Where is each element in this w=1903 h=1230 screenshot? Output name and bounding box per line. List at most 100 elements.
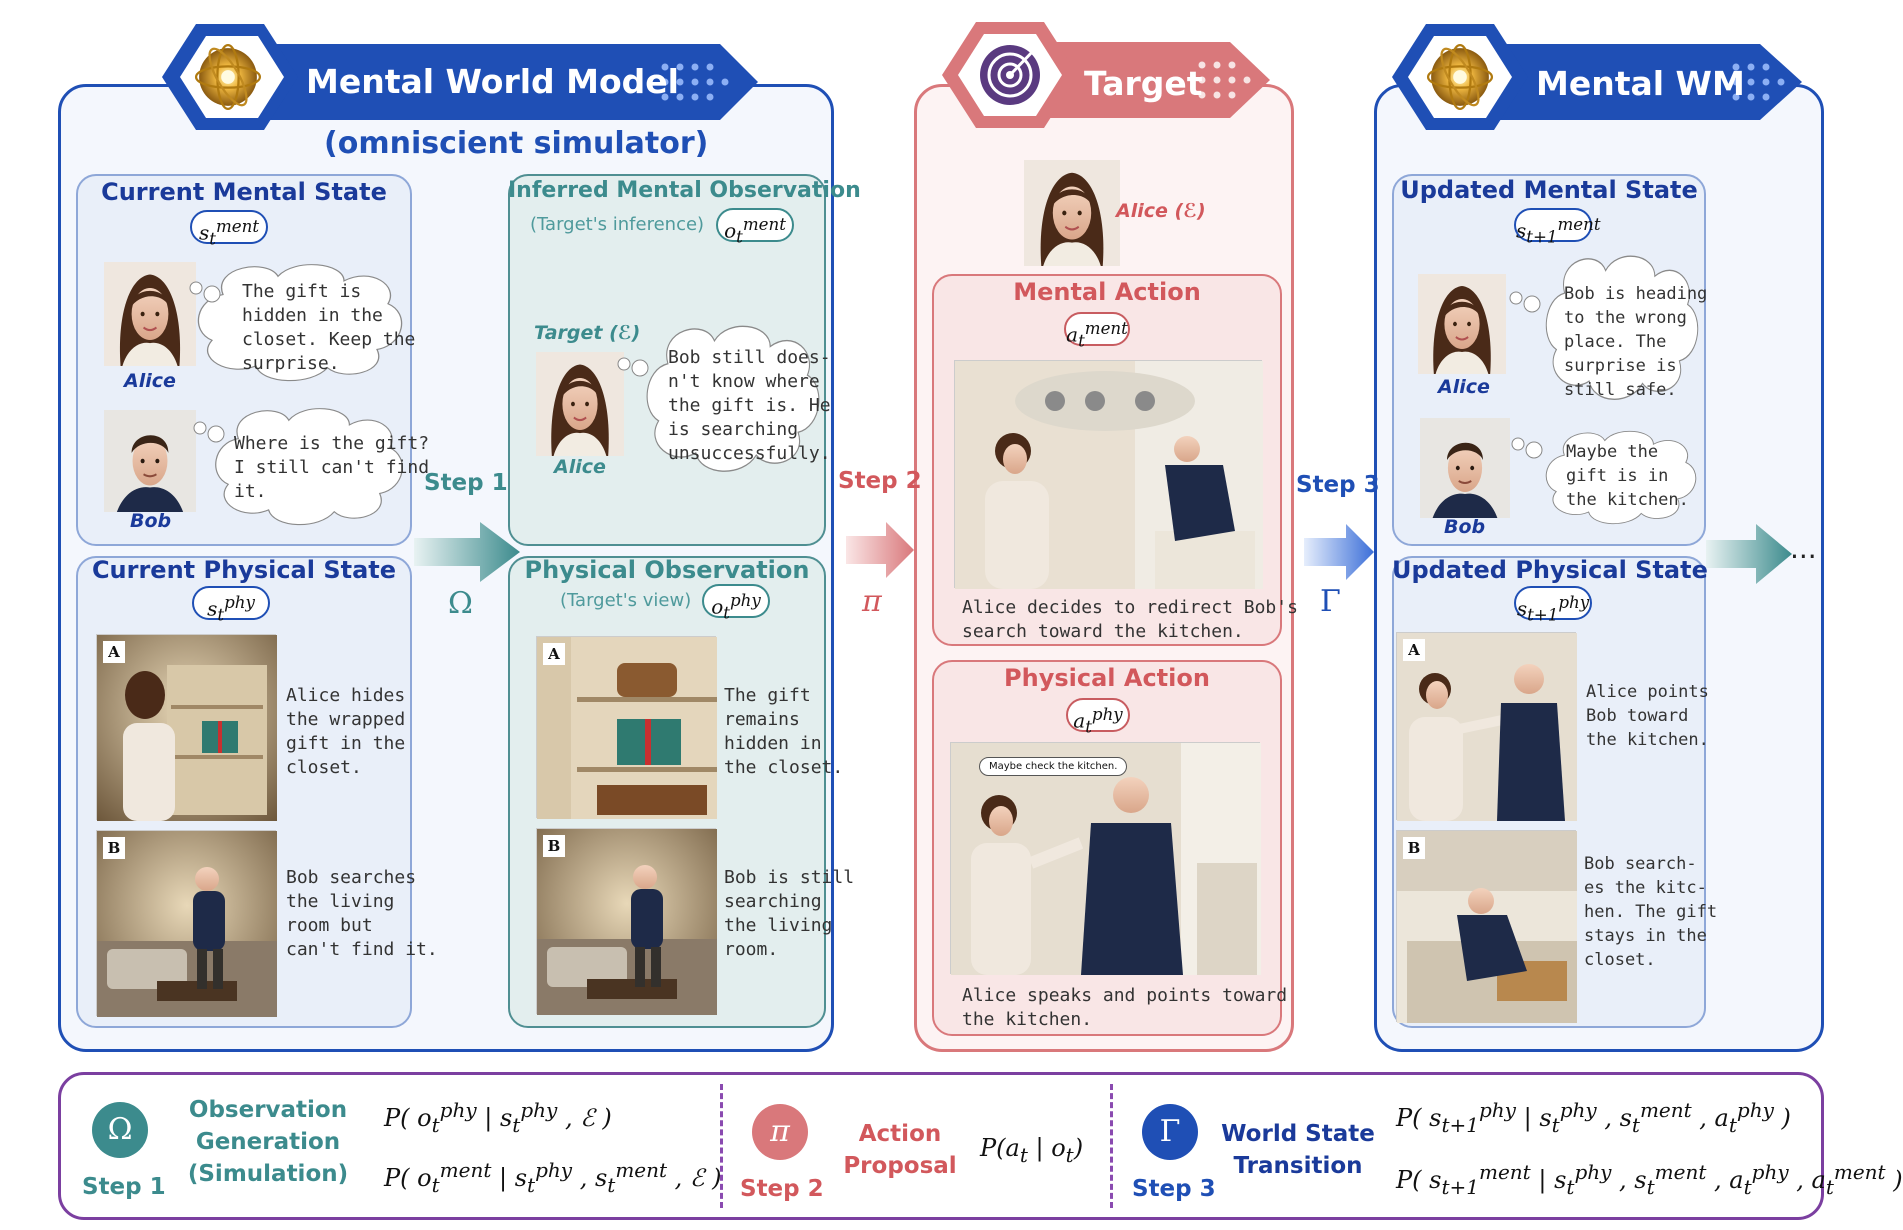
thought-dots [1511,437,1543,459]
updated-b-caption: Bob search- es the kitc- hen. The gift s… [1584,854,1718,970]
scene-image-b: B [96,830,277,1017]
gamma-circle-icon: Γ [1142,1104,1198,1160]
updated-a-caption: Alice points Bob toward the kitchen. [1586,682,1709,750]
omniscient-subtitle: (omniscient simulator) [324,126,709,161]
target-title: Target [1084,64,1203,103]
thought-dots [1509,291,1541,313]
ellipsis: ... [1790,532,1817,565]
mental-action-caption: Alice decides to redirect Bob's search t… [962,597,1298,642]
physical-action-image: Maybe check the kitchen. [950,742,1261,975]
updated-mental-state-title: Updated Mental State [1400,176,1698,204]
observation-b-caption: Bob is still searching the living room. [724,867,855,960]
legend-box [58,1072,1824,1220]
alice-avatar [1022,158,1122,268]
physical-action-caption: Alice speaks and points toward the kitch… [962,985,1288,1030]
o-t-ment-symbol: otment [716,208,794,247]
current-mental-state-title: Current Mental State [101,178,387,206]
image-tag: A [103,641,125,663]
pi-symbol: π [862,584,882,619]
image-tag: B [1403,837,1425,859]
target-banner [942,22,1270,128]
omega-symbol: Ω [448,586,473,621]
gamma-symbol: Γ [1320,584,1341,619]
speech-bubble: Maybe check the kitchen. [979,757,1128,776]
target-label: Target (ℰ) [534,322,641,344]
legend-divider [720,1084,723,1208]
image-tag: B [103,837,125,859]
legend-step1-formula2: P( otment | stphy , stment , ℰ ) [384,1158,722,1197]
mental-world-model-title: Mental World Model [306,62,679,101]
step3-label: Step 3 [1296,472,1380,498]
alice-label: Alice [124,370,176,392]
legend-step1-label: Step 1 [82,1174,166,1200]
legend-step3-label: Step 3 [1132,1176,1216,1202]
step3-arrow [1304,524,1374,580]
physical-observation-title: Physical Observation [524,556,810,584]
legend-step2-label: Step 2 [740,1176,824,1202]
step1-arrow [414,522,520,582]
o-t-phy-symbol: otphy [702,584,770,623]
legend-step3-formula2: P( st+1ment | stphy , stment , atphy , a… [1396,1160,1903,1199]
legend-divider [1110,1084,1113,1208]
bob-thought-text: Where is the gift? I still can't find it… [234,433,430,502]
target-view-note: (Target's view) [560,590,692,611]
step2-label: Step 2 [838,468,922,494]
alice-target-label: Alice (ℰ) [1116,200,1206,222]
scene-a-caption: Alice hides the wrapped gift in the clos… [286,685,406,778]
observation-image-a: A [536,636,717,819]
a-t-phy-symbol: atphy [1066,698,1130,737]
image-tag: A [1403,639,1425,661]
bob-avatar [102,408,198,514]
updated-image-a: A [1396,632,1577,821]
observation-a-caption: The gift remains hidden in the closet. [724,685,844,778]
image-tag: B [543,835,565,857]
mental-action-image [954,360,1263,589]
bob-label: Bob [130,510,172,532]
mental-action-title: Mental Action [1013,278,1201,306]
omega-circle-icon: Ω [92,1102,148,1158]
alice-avatar [534,350,626,458]
thought-dots [193,421,225,443]
bob-label: Bob [1444,516,1486,538]
mental-world-model-banner [162,24,758,130]
thought-dots [617,357,649,377]
legend-step3-formula1: P( st+1phy | stphy , stment , atphy ) [1396,1098,1791,1137]
legend-step2-formula: P(at | ot) [980,1134,1084,1167]
s-t1-phy-symbol: st+1phy [1514,586,1592,625]
scene-image-a: A [96,634,277,821]
image-tag: A [543,643,565,665]
legend-step3-title: World State Transition [1221,1121,1375,1179]
target-inference-note: (Target's inference) [530,214,705,235]
target-icon [980,45,1040,105]
alice-label: Alice [554,456,606,478]
inferred-mental-observation-title: Inferred Mental Observation [508,178,861,203]
legend-step1-title: Observation Generation (Simulation) [187,1097,349,1187]
mental-wm-title: Mental WM [1536,64,1745,103]
alice-label: Alice [1438,376,1490,398]
thought-dots [189,281,221,303]
alice-thought-text: The gift is hidden in the closet. Keep t… [242,281,416,374]
s-t-ment-symbol: stment [190,210,268,249]
pi-circle-icon: π [752,1104,808,1160]
physical-action-title: Physical Action [1004,664,1210,692]
alice-updated-thought-text: Bob is heading to the wrong place. The s… [1564,284,1708,400]
current-physical-state-title: Current Physical State [91,556,397,584]
legend-step2-title: Action Proposal [843,1121,957,1179]
bob-updated-thought-text: Maybe the gift is in the kitchen. [1566,442,1689,510]
scene-b-caption: Bob searches the living room but can't f… [286,867,438,960]
bob-avatar [1419,417,1511,519]
mental-wm-banner [1392,24,1802,130]
step2-arrow [846,522,914,578]
inferred-thought-text: Bob still does- n't know where the gift … [668,347,831,464]
step1-label: Step 1 [424,470,508,496]
continue-arrow [1706,524,1792,584]
s-t-phy-symbol: stphy [192,586,270,625]
observation-image-b: B [536,828,717,1015]
updated-physical-state-title: Updated Physical State [1392,556,1708,584]
alice-avatar [102,260,198,368]
legend-step1-formula1: P( otphy | stphy , ℰ ) [384,1098,612,1137]
s-t1-ment-symbol: st+1ment [1514,208,1601,247]
updated-image-b: B [1396,830,1577,1023]
a-t-ment-symbol: atment [1064,312,1130,351]
alice-avatar [1417,273,1507,375]
